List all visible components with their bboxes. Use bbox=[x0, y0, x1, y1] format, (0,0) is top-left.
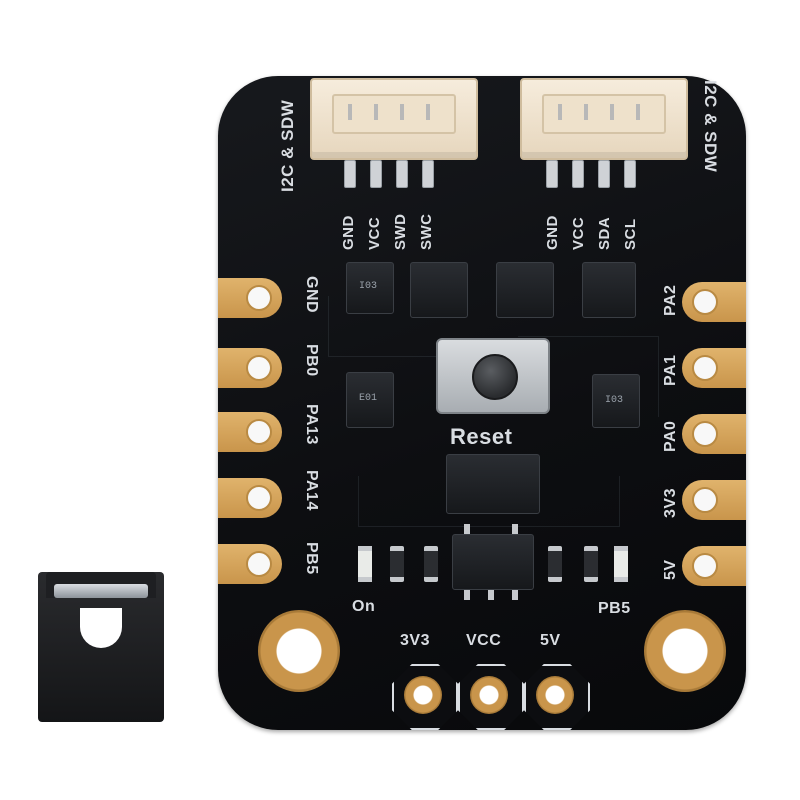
connector-lead bbox=[344, 160, 356, 188]
pin-label: GND bbox=[340, 215, 357, 250]
pad-pa14 bbox=[218, 478, 282, 518]
connector-lead bbox=[396, 160, 408, 188]
pin-label: SWC bbox=[418, 213, 435, 251]
jumper-contact bbox=[54, 584, 148, 598]
pad-pb5 bbox=[218, 544, 282, 584]
capacitor bbox=[548, 546, 562, 582]
pin-label: 5V bbox=[662, 559, 679, 580]
pad-pb0 bbox=[218, 348, 282, 388]
reset-switch bbox=[436, 338, 550, 414]
jumper-cap bbox=[38, 572, 164, 722]
chip-level-shifter: E01 bbox=[346, 372, 394, 428]
pin-label: 3V3 bbox=[662, 488, 679, 518]
regulator-leg bbox=[488, 590, 494, 600]
pad-pa13 bbox=[218, 412, 282, 452]
header-label: VCC bbox=[466, 632, 502, 649]
side-label-right: I2C & SDW bbox=[701, 80, 720, 173]
pad-pa1 bbox=[682, 348, 746, 388]
pad-3v3 bbox=[682, 480, 746, 520]
led-pb5-label: PB5 bbox=[598, 600, 631, 617]
chip-mcu bbox=[446, 454, 540, 514]
pin-label: SDA bbox=[596, 216, 613, 250]
header-hole bbox=[404, 676, 442, 714]
chip-mosfet bbox=[410, 262, 468, 318]
pin-label: VCC bbox=[570, 216, 587, 250]
connector-lead bbox=[598, 160, 610, 188]
resistor bbox=[584, 546, 598, 582]
reset-button-cap bbox=[472, 354, 518, 400]
pin-label: GND bbox=[303, 276, 320, 314]
regulator-leg bbox=[512, 524, 518, 534]
pad-pa0 bbox=[682, 414, 746, 454]
regulator-leg bbox=[464, 524, 470, 534]
led-on-label: On bbox=[352, 598, 376, 615]
capacitor bbox=[424, 546, 438, 582]
connector-lead bbox=[546, 160, 558, 188]
header-hole bbox=[470, 676, 508, 714]
side-label-left: I2C & SDW bbox=[278, 99, 297, 192]
pin-label: PA1 bbox=[662, 354, 679, 386]
chip-level-shifter: I03 bbox=[346, 262, 394, 314]
header-label: 5V bbox=[540, 632, 561, 649]
pin-label: PA13 bbox=[303, 404, 320, 445]
connector-lead bbox=[624, 160, 636, 188]
mount-hole-left bbox=[258, 610, 340, 692]
resistor bbox=[390, 546, 404, 582]
connector-lead bbox=[572, 160, 584, 188]
reset-label: Reset bbox=[450, 424, 513, 449]
pin-label: PA2 bbox=[662, 284, 679, 316]
pin-label: SCL bbox=[622, 218, 639, 251]
pad-5v bbox=[682, 546, 746, 586]
connector-lead bbox=[422, 160, 434, 188]
pin-label: PB0 bbox=[303, 344, 320, 377]
chip-mosfet bbox=[582, 262, 636, 318]
led-pb5 bbox=[614, 546, 628, 582]
pin-label: SWD bbox=[392, 213, 409, 251]
pin-label: PA0 bbox=[662, 420, 679, 452]
header-hole bbox=[536, 676, 574, 714]
regulator-leg bbox=[512, 590, 518, 600]
pin-label: GND bbox=[544, 215, 561, 250]
mount-hole-right bbox=[644, 610, 726, 692]
connector-left bbox=[310, 78, 478, 160]
led-power bbox=[358, 546, 372, 582]
connector-right bbox=[520, 78, 688, 160]
header-label: 3V3 bbox=[400, 632, 430, 649]
chip-mosfet bbox=[496, 262, 554, 318]
pad-pa2 bbox=[682, 282, 746, 322]
pad-gnd bbox=[218, 278, 282, 318]
chip-regulator bbox=[452, 534, 534, 590]
pin-label: PA14 bbox=[303, 470, 320, 511]
pin-label: VCC bbox=[366, 216, 383, 250]
pin-label: PB5 bbox=[303, 542, 320, 575]
regulator-leg bbox=[464, 590, 470, 600]
connector-lead bbox=[370, 160, 382, 188]
chip-level-shifter: I03 bbox=[592, 374, 640, 428]
